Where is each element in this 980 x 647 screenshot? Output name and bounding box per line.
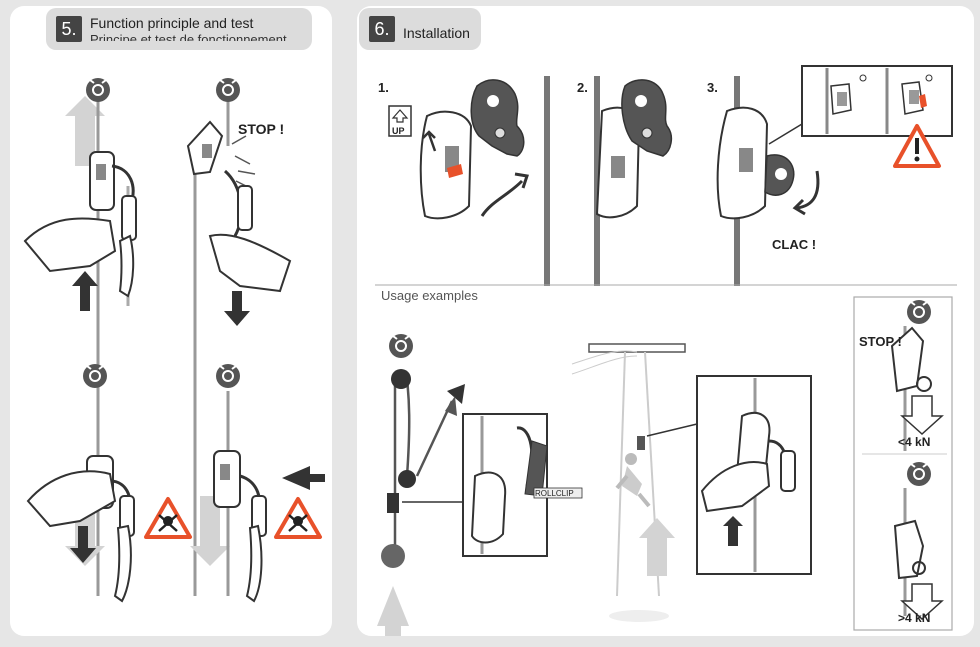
section-6-panel: 6. Installation 1. 2. 3. UP	[357, 6, 974, 636]
test-reversed-danger-figure	[190, 363, 325, 603]
less-4kn-label: <4 kN	[898, 435, 930, 449]
test-down-danger-figure	[26, 363, 192, 603]
rollclip-label: ROLLCLIP	[535, 489, 574, 498]
step-3-number: 3.	[707, 80, 718, 95]
section-6-title: Installation	[403, 25, 470, 41]
step-1-figure: UP	[388, 76, 550, 286]
section-5-title: Function principle and test	[90, 15, 254, 31]
usage-pulley-figure: ROLLCLIP	[377, 333, 583, 636]
step-3-figure: CLAC !	[716, 65, 953, 286]
step-2-figure	[594, 76, 673, 286]
stop-label-top: STOP !	[238, 121, 284, 137]
installation-illustrations: UP	[375, 65, 957, 636]
more-4kn-label: >4 kN	[898, 611, 930, 625]
step-2-number: 2.	[577, 80, 588, 95]
force-slip-figure: >4 kN	[893, 461, 944, 625]
step-1-number: 1.	[378, 80, 389, 95]
section-5-header: 5. Function principle and test Principe …	[46, 8, 312, 50]
section-6-number: 6.	[369, 16, 395, 42]
up-label: UP	[392, 126, 405, 136]
test-up-figure	[23, 77, 137, 596]
clac-label: CLAC !	[772, 237, 816, 252]
test-stop-figure: STOP !	[186, 77, 292, 596]
section-5-panel: 5. Function principle and test Principe …	[10, 6, 332, 636]
section-5-subtitle: Principe et test de fonctionnement	[90, 32, 287, 41]
section-6-header: 6. Installation	[359, 8, 481, 50]
section-5-number: 5.	[56, 16, 82, 42]
stop-label-right: STOP !	[859, 334, 902, 349]
function-principle-illustrations: STOP !	[23, 77, 325, 603]
force-stop-figure: STOP ! <4 kN	[859, 299, 944, 451]
usage-examples-label: Usage examples	[381, 288, 478, 303]
usage-climber-figure	[571, 343, 812, 622]
